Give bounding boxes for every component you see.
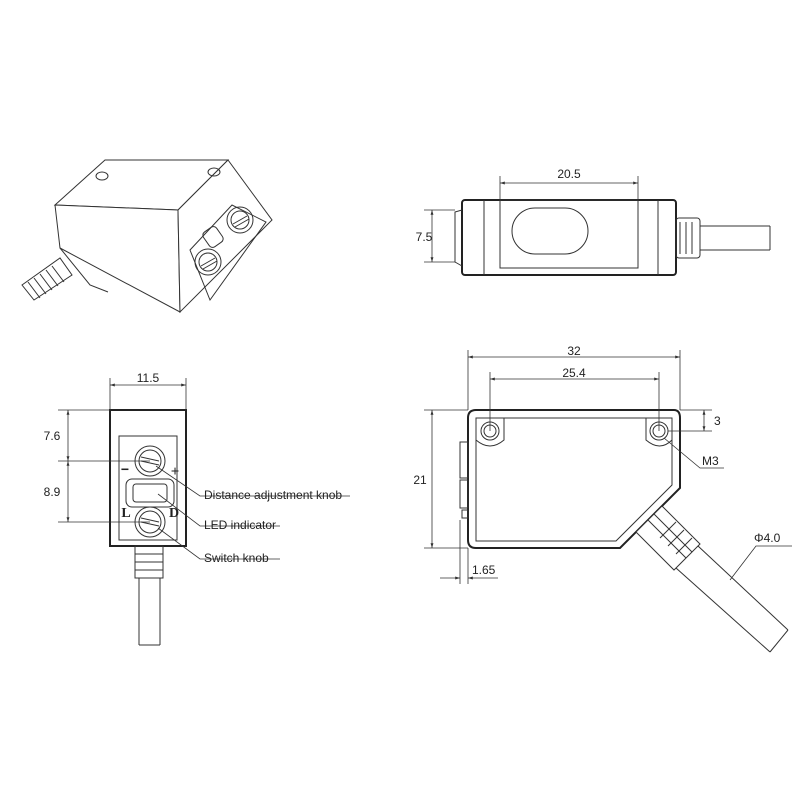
led-indicator-label: LED indicator	[204, 518, 276, 532]
dim-upper-label: 7.6	[44, 429, 61, 443]
cable-edge	[697, 545, 789, 631]
plus-sign: +	[171, 464, 180, 480]
isometric-view	[21, 159, 273, 314]
dim-width-label: 20.5	[557, 167, 581, 181]
leader-line	[157, 493, 280, 527]
top-view: 20.5 7.5	[416, 167, 771, 276]
knob-icon	[194, 248, 222, 276]
dim-hole-offset-label: 3	[714, 414, 721, 428]
dim-width-label: 11.5	[137, 371, 160, 385]
thread-label: M3	[702, 454, 719, 468]
distance-knob-label: Distance adjustment knob	[204, 488, 342, 502]
dim-overall-width-label: 32	[567, 344, 581, 358]
side-view: 32 25.4 21 3 M3 Φ4.0 1.65	[413, 344, 792, 653]
lens-icon	[511, 207, 589, 255]
leader-line	[157, 527, 280, 560]
front-view: − + L D 11.5 7.6 8.9 Distance adjustment…	[44, 371, 350, 646]
letter-d: D	[169, 506, 179, 521]
connector-icon	[675, 217, 701, 259]
knob-icon	[226, 206, 254, 234]
mount-hole-icon	[95, 171, 109, 181]
leader-line	[663, 437, 724, 469]
dim-height-label: 7.5	[416, 230, 433, 244]
dim-hole-spacing-label: 25.4	[562, 366, 586, 380]
leader-line	[155, 465, 350, 497]
dim-lower-label: 8.9	[44, 485, 61, 499]
cable-connector-icon	[635, 505, 701, 571]
switch-knob-label: Switch knob	[204, 551, 269, 565]
mount-hole-icon	[207, 167, 221, 177]
dim-flange-label: 1.65	[472, 563, 496, 577]
letter-l: L	[121, 506, 130, 521]
minus-sign: −	[121, 461, 129, 477]
led-window-icon	[202, 226, 224, 248]
cable-connector-icon	[21, 257, 73, 301]
cable-diameter-label: Φ4.0	[754, 531, 781, 545]
leader-line	[729, 545, 792, 581]
cable-edge	[675, 567, 771, 653]
dim-height-label: 21	[413, 473, 427, 487]
